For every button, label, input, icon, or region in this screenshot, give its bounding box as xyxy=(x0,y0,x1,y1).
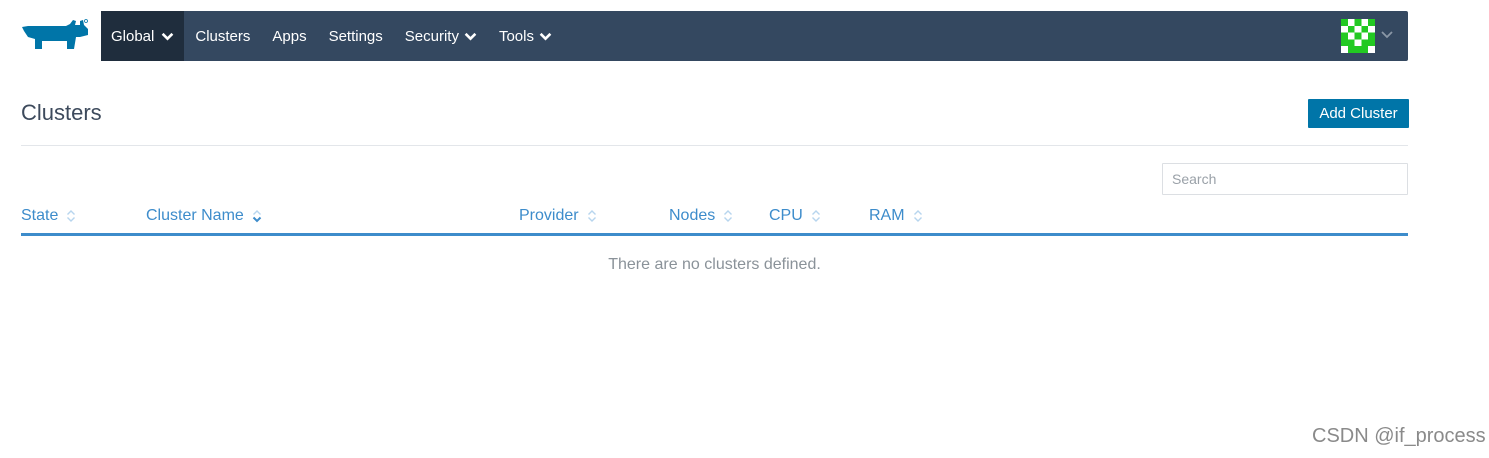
column-label: State xyxy=(21,207,59,224)
user-menu-chevron-icon[interactable] xyxy=(1380,29,1394,41)
nav-security-label: Security xyxy=(404,27,459,45)
sort-icon xyxy=(67,210,76,222)
nav-security[interactable]: Security xyxy=(394,11,488,61)
column-label: RAM xyxy=(869,207,905,224)
top-navbar: Global Clusters Apps Settings Security T… xyxy=(101,11,1408,61)
add-cluster-button[interactable]: Add Cluster xyxy=(1308,99,1409,128)
column-header-provider[interactable]: Provider xyxy=(519,207,597,225)
nav-apps[interactable]: Apps xyxy=(261,11,317,61)
sort-icon xyxy=(811,210,820,222)
nav-global[interactable]: Global xyxy=(101,11,185,61)
sort-icon xyxy=(587,210,596,222)
nav-clusters[interactable]: Clusters xyxy=(184,11,261,61)
column-label: Cluster Name xyxy=(146,207,244,224)
column-header-ram[interactable]: RAM xyxy=(869,207,923,225)
column-label: Nodes xyxy=(669,207,716,224)
user-avatar-icon[interactable] xyxy=(1341,19,1375,53)
column-label: CPU xyxy=(769,207,803,224)
nav-clusters-label: Clusters xyxy=(195,27,251,45)
sort-icon xyxy=(913,210,922,222)
nav-settings[interactable]: Settings xyxy=(318,11,394,61)
chevron-down-icon xyxy=(162,32,174,41)
column-header-nodes[interactable]: Nodes xyxy=(669,207,733,225)
empty-state-message: There are no clusters defined. xyxy=(608,256,821,273)
sort-icon xyxy=(724,210,733,222)
nav-settings-label: Settings xyxy=(328,27,383,45)
watermark-text: CSDN @if_process xyxy=(1312,425,1486,447)
column-header-cluster-name[interactable]: Cluster Name xyxy=(146,207,262,225)
sort-desc-icon xyxy=(252,210,262,223)
nav-global-label: Global xyxy=(111,27,155,45)
nav-tools[interactable]: Tools xyxy=(488,11,563,61)
table-header-underline xyxy=(21,233,1408,236)
nav-tools-label: Tools xyxy=(498,27,534,45)
page-title: Clusters xyxy=(21,100,102,125)
search-input[interactable] xyxy=(1162,163,1408,195)
chevron-down-icon xyxy=(539,32,552,41)
column-label: Provider xyxy=(519,207,579,224)
column-header-state[interactable]: State xyxy=(21,207,76,225)
rancher-logo-icon[interactable] xyxy=(20,17,90,53)
chevron-down-icon xyxy=(464,32,477,41)
header-divider xyxy=(21,145,1408,146)
column-header-cpu[interactable]: CPU xyxy=(769,207,821,225)
nav-apps-label: Apps xyxy=(272,27,307,45)
